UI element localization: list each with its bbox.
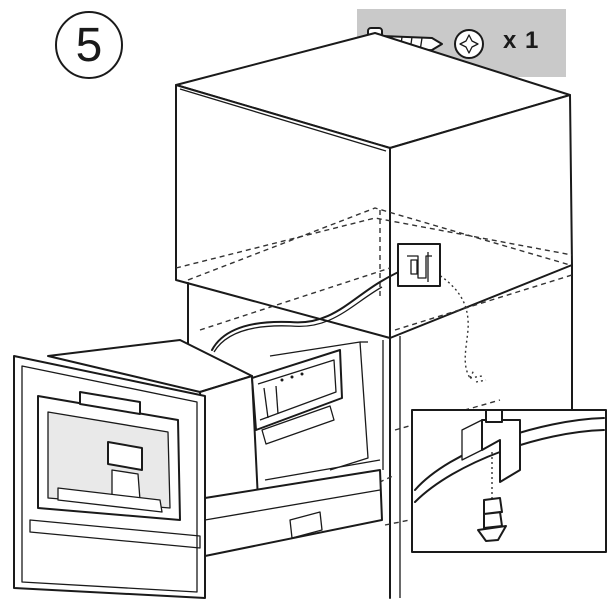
quantity-label: x 1 (503, 27, 540, 54)
step-number: 5 (55, 11, 123, 79)
bracket-detail-inset (411, 409, 607, 553)
bracket-detail-small (397, 243, 441, 287)
phillips-drive-icon (454, 29, 484, 59)
coffee-machine (13, 339, 383, 599)
cabinet-interior (269, 341, 369, 471)
